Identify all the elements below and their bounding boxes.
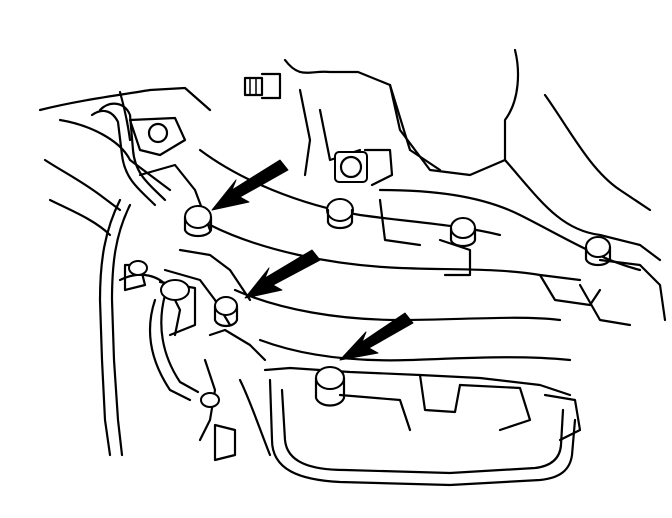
wiring-harness [90, 102, 200, 457]
upper-housing [283, 48, 662, 272]
arrow-3 [339, 312, 414, 361]
arrow-2 [244, 249, 321, 299]
bolt-right-3 [584, 236, 612, 267]
bolt-right-2 [449, 217, 477, 248]
bolt-target-2 [213, 296, 239, 328]
arrow-1 [211, 159, 289, 211]
top-fitting [243, 72, 282, 100]
bolt-target-1 [183, 205, 213, 238]
left-housing [38, 86, 212, 237]
bolt-small-left [128, 260, 220, 408]
center-case [163, 148, 667, 362]
lower-cover [263, 366, 582, 487]
bolt-top-right [334, 151, 368, 183]
bolt-target-3 [314, 366, 346, 407]
bolt-right-1 [326, 198, 354, 230]
